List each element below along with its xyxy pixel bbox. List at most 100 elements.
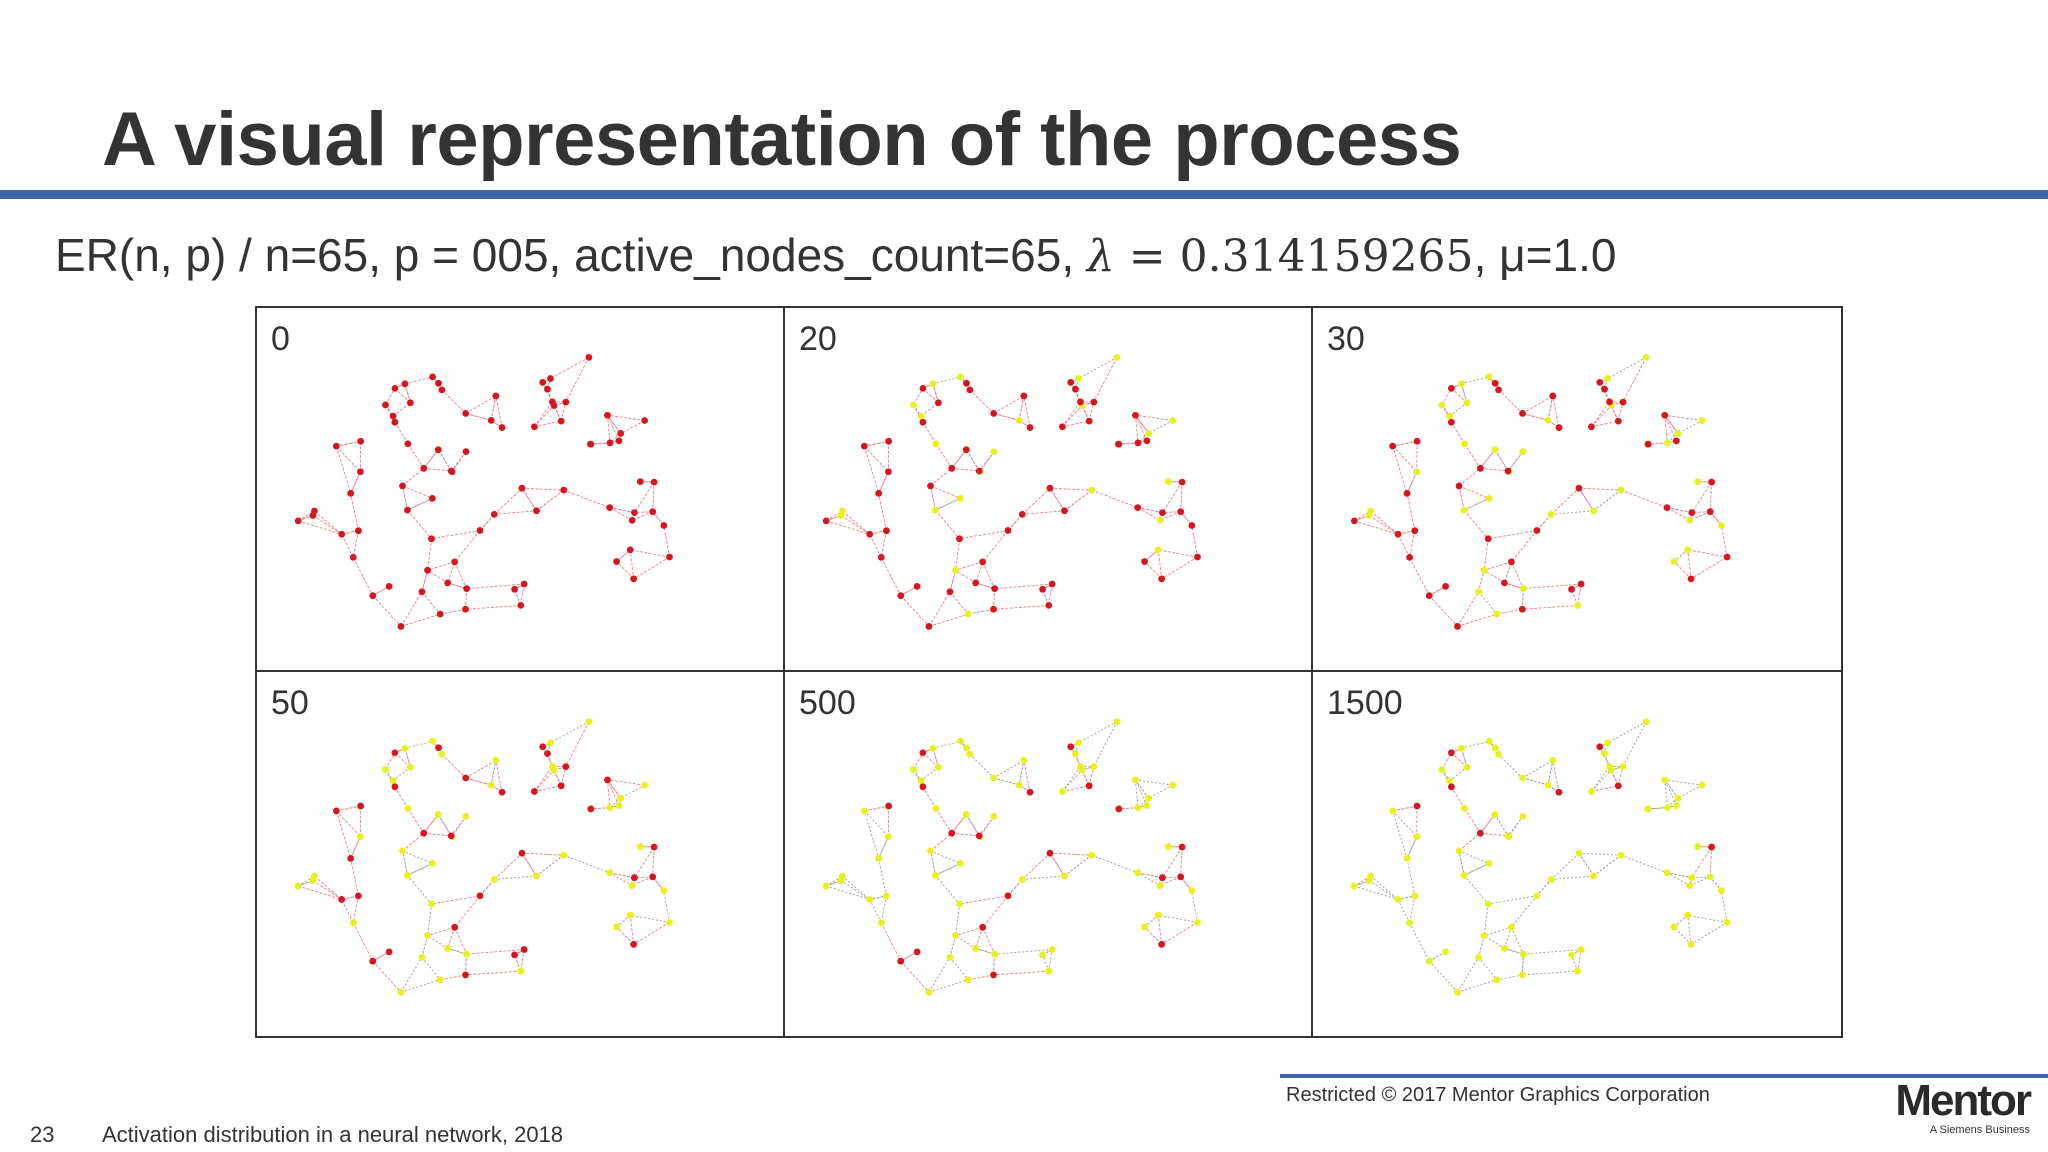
graph-edge	[1666, 872, 1690, 886]
graph-edge	[632, 876, 653, 886]
graph-edge	[955, 561, 983, 571]
graph-edge	[1521, 954, 1524, 975]
graph-node	[391, 783, 399, 791]
graph-edge	[407, 862, 433, 876]
graph-node	[650, 478, 658, 486]
graph-node	[1518, 971, 1526, 979]
graph-edge	[1550, 487, 1580, 515]
graph-node	[1694, 478, 1702, 485]
graph-node	[347, 489, 355, 497]
graph-edge	[1523, 949, 1582, 955]
graph-node	[1046, 484, 1054, 492]
graph-edge	[1666, 872, 1692, 879]
graph-edge	[1021, 852, 1051, 880]
graph-node	[539, 378, 547, 386]
graph-edge	[495, 760, 503, 793]
graph-edge	[352, 557, 374, 596]
graph-edge	[441, 753, 467, 779]
graph-edge	[1691, 846, 1712, 878]
graph-edge	[1157, 915, 1163, 945]
graph-edge	[1354, 885, 1399, 900]
graph-edge	[878, 493, 887, 531]
graph-edge	[1137, 507, 1163, 514]
graph-edge	[479, 514, 495, 531]
graph-edge	[1428, 960, 1458, 993]
graph-edge	[993, 954, 996, 975]
graph-edge	[1550, 852, 1580, 880]
graph-node	[1058, 423, 1066, 431]
graph-edge	[1134, 415, 1139, 443]
graph-edge	[1042, 954, 1050, 972]
graph-edge	[1062, 769, 1083, 792]
graph-edge	[969, 753, 995, 779]
graph-edge	[454, 927, 468, 955]
graph-edge	[1134, 779, 1139, 808]
graph-edge	[1483, 903, 1489, 936]
graph-edge	[1483, 538, 1489, 571]
graph-node	[1604, 375, 1611, 382]
graph-node	[604, 776, 611, 784]
graph-node	[1606, 763, 1613, 770]
graph-edge	[1137, 507, 1163, 514]
graph-edge	[1018, 395, 1025, 421]
graph-node	[418, 588, 426, 596]
graph-edge	[336, 440, 361, 447]
graph-node	[636, 478, 644, 485]
graph-node	[520, 946, 528, 953]
graph-node	[1491, 744, 1499, 752]
graph-edge	[1062, 420, 1090, 428]
lambda-value: = 0.314159265	[1114, 231, 1474, 282]
network-graph-image	[822, 354, 1201, 630]
graph-node	[1446, 412, 1454, 420]
graph-edge	[1062, 405, 1083, 428]
graph-node	[1072, 385, 1079, 393]
graph-node	[613, 923, 620, 931]
graph-node	[991, 585, 999, 592]
graph-edge	[1480, 832, 1509, 837]
graph-edge	[629, 549, 635, 579]
graph-edge	[1392, 445, 1418, 473]
graph-node	[357, 468, 364, 476]
graph-edge	[1511, 895, 1538, 928]
graph-edge	[951, 832, 980, 837]
graph-edge	[520, 583, 525, 606]
graph-node	[428, 535, 435, 543]
graph-node	[1164, 478, 1172, 485]
graph-edge	[454, 895, 481, 928]
graph-edge	[1157, 549, 1163, 579]
graph-node	[1491, 446, 1499, 454]
graph-edge	[1457, 613, 1498, 627]
graph-node	[1708, 478, 1716, 486]
graph-node	[517, 602, 525, 609]
graph-edge	[520, 949, 525, 972]
graph-edge	[536, 854, 565, 877]
graph-node	[1048, 946, 1056, 953]
graph-edge	[421, 591, 441, 615]
graph-edge	[607, 779, 622, 799]
graph-edge	[935, 874, 960, 905]
graph-node	[1617, 851, 1625, 859]
graph-edge	[1458, 485, 1465, 511]
graph-edge	[1078, 356, 1118, 379]
graph-node	[332, 442, 340, 450]
graph-node	[990, 971, 997, 979]
graph-edge	[1162, 846, 1183, 878]
graph-node	[1604, 739, 1611, 747]
graph-node	[562, 398, 570, 406]
graph-node	[391, 384, 399, 392]
graph-edge	[1093, 357, 1118, 403]
graph-edge	[869, 899, 882, 923]
graph-edge	[490, 395, 497, 421]
graph-node	[492, 757, 500, 764]
graph-edge	[1664, 415, 1668, 443]
graph-node	[1026, 788, 1034, 796]
graph-node	[1389, 442, 1397, 450]
graph-edge	[979, 816, 995, 837]
subtitle-lambda: λ = 0.314159265	[1087, 231, 1474, 282]
graph-edge	[968, 608, 994, 615]
graph-node	[1617, 486, 1625, 494]
graph-edge	[993, 760, 1025, 779]
graph-node	[462, 448, 470, 456]
graph-edge	[878, 471, 889, 494]
graph-node	[1663, 504, 1671, 511]
